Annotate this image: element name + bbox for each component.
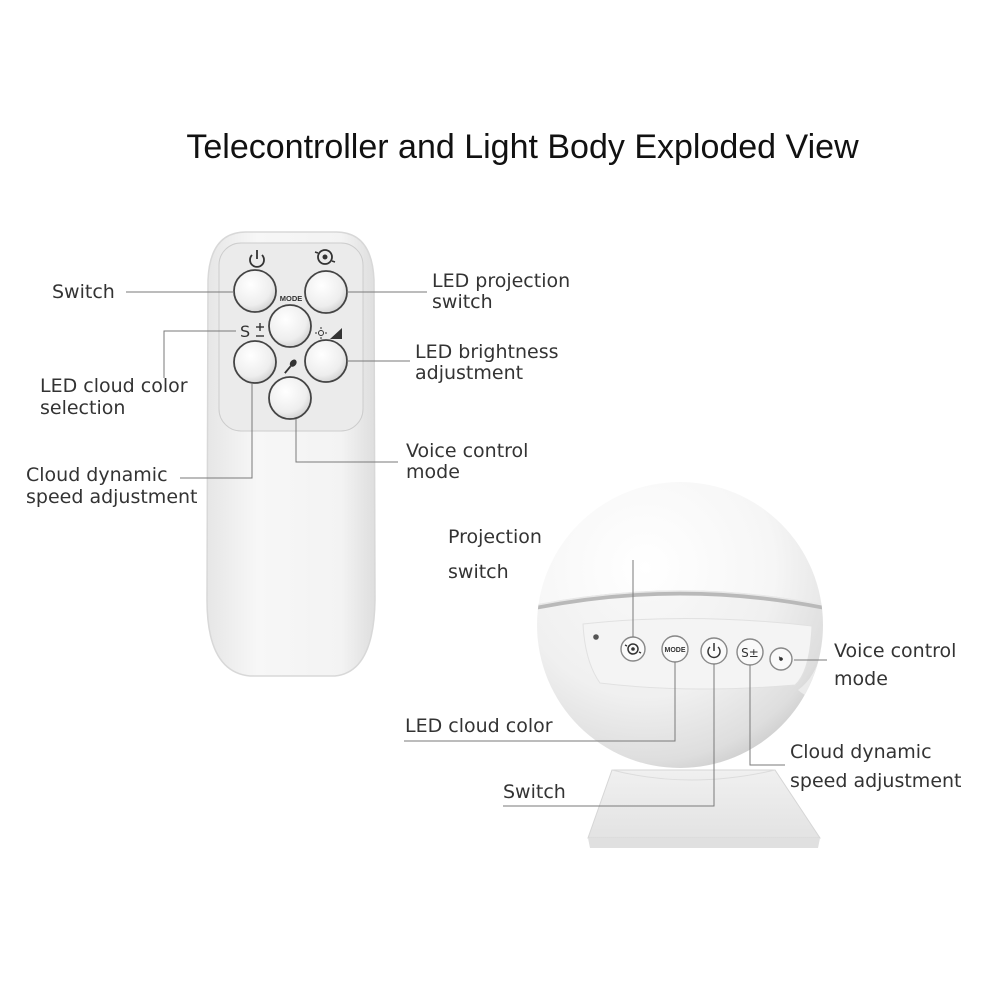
label-led-projection-switch-2: switch [432,291,493,313]
label-voice-control-2: mode [406,461,460,483]
label-projector-cloud-speed-2: speed adjustment [790,770,962,792]
power-icon [707,643,721,659]
remote-mode-button[interactable] [268,304,312,348]
remote-switch-button[interactable] [233,269,277,313]
label-projector-cloud-speed-1: Cloud dynamic [790,741,932,763]
mode-label: MODE [280,294,303,303]
brightness-icon [315,327,342,339]
projector-voice-button[interactable] [769,647,793,671]
projector-mode-button[interactable]: MODE [661,635,689,663]
label-projector-switch: Switch [503,781,566,803]
microphone-icon [778,656,783,661]
remote-cloud-color-button[interactable] [233,340,277,384]
label-led-projection-switch-1: LED projection [432,270,571,292]
remote-voice-button[interactable] [268,376,312,420]
label-switch: Switch [52,281,115,303]
label-led-brightness-2: adjustment [415,362,524,384]
projection-icon [314,249,336,265]
diagram-title: Telecontroller and Light Body Exploded V… [186,128,859,166]
label-projector-voice-control-2: mode [834,668,888,690]
speed-icon: S [240,322,250,341]
projector-power-button[interactable] [700,637,728,665]
remote-leader-lines [126,291,427,479]
projection-icon [624,643,642,655]
microphone-icon [284,359,297,374]
power-icon [249,250,265,268]
star-projector: MODE S± [537,482,823,848]
remote-brightness-button[interactable] [304,339,348,383]
label-voice-control-1: Voice control [406,440,529,462]
label-led-cloud-color-2: selection [40,397,126,419]
label-led-cloud-color-1: LED cloud color [40,375,188,397]
plus-minus-icon [256,323,264,337]
label-projector-voice-control-1: Voice control [834,640,957,662]
remote-control: MODE S [206,231,376,677]
projector-leader-lines [404,560,827,807]
projector-speed-label: S± [741,646,759,660]
label-cloud-speed-2: speed adjustment [26,486,198,508]
label-led-brightness-1: LED brightness [415,341,559,363]
label-projection-switch-2: switch [448,561,509,583]
remote-projection-button[interactable] [304,270,348,314]
label-projection-switch-1: Projection [448,526,542,548]
mic-hole [593,634,599,640]
label-projector-led-cloud-color: LED cloud color [405,715,553,737]
projector-projection-button[interactable] [620,636,646,662]
projector-speed-button[interactable]: S± [736,638,764,666]
label-cloud-speed-1: Cloud dynamic [26,464,168,486]
projector-mode-label: MODE [665,647,686,654]
